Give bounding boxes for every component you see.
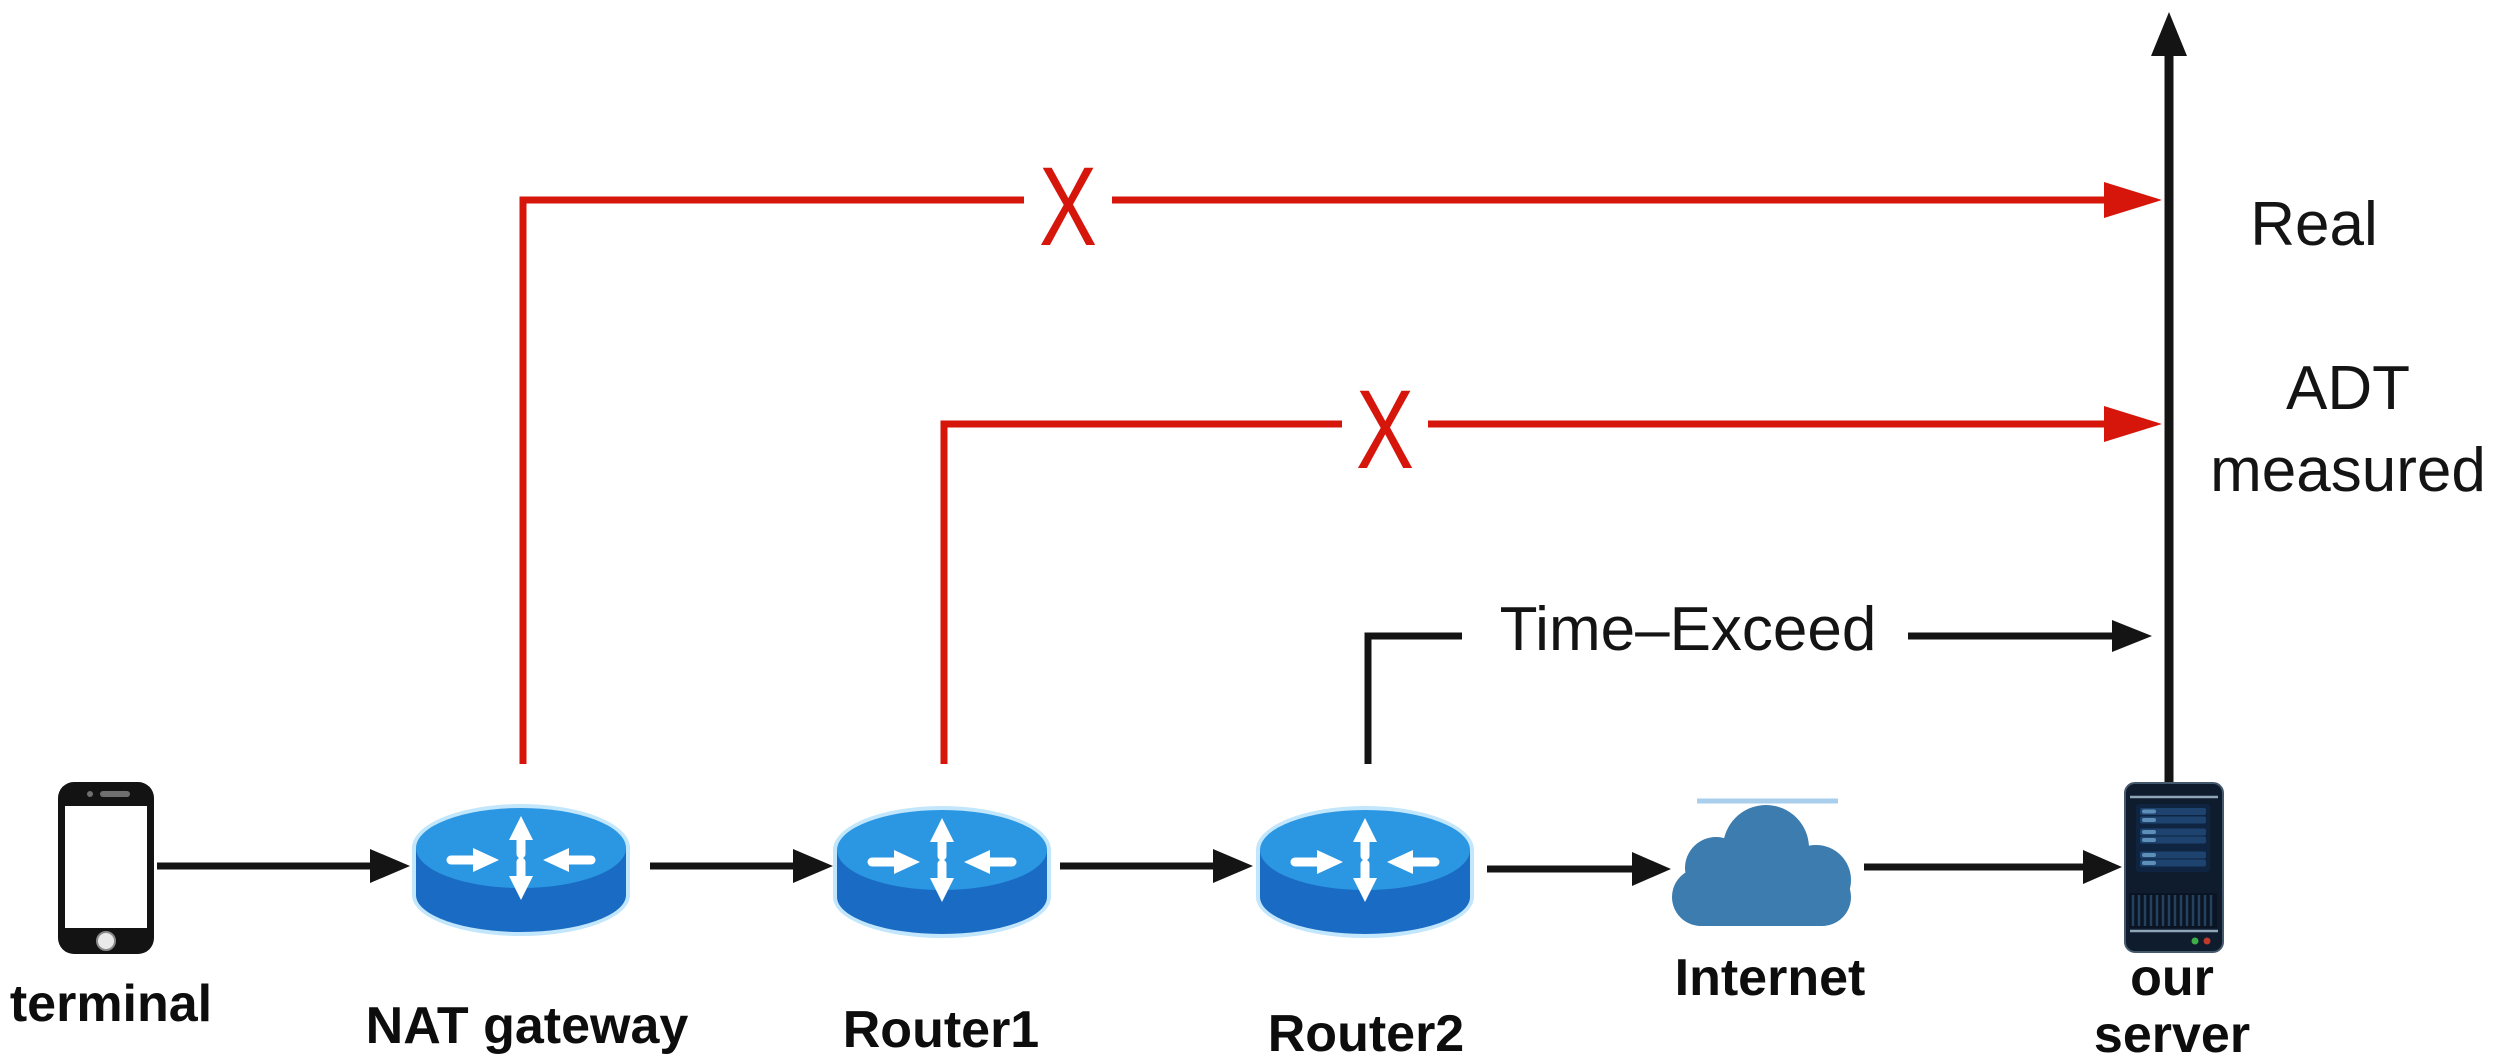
time-exceed-path bbox=[1364, 620, 2152, 764]
flow-arrow-router2-to-internet bbox=[1487, 852, 1671, 886]
router1-label: Router1 bbox=[842, 1001, 1040, 1059]
our-server-label-line1: our bbox=[2130, 949, 2214, 1007]
smartphone-icon bbox=[58, 782, 154, 954]
adt-measured-label: ADT measured bbox=[2198, 348, 2498, 512]
blocked-x-mark: X bbox=[1356, 367, 1414, 492]
flow-arrow-internet-to-server bbox=[1864, 850, 2122, 884]
router-icon-router1 bbox=[833, 806, 1051, 938]
server-led-green bbox=[2191, 937, 2199, 945]
our-server-label-line2: server bbox=[2093, 1006, 2251, 1064]
internet-label: Internet bbox=[1674, 949, 1866, 1007]
our-server-label: our server bbox=[2072, 950, 2272, 1064]
flow-arrow-router1-to-router2 bbox=[1060, 849, 1253, 883]
adt-measured-label-line1: ADT bbox=[2286, 354, 2410, 423]
router-icon-router2 bbox=[1256, 806, 1474, 938]
rtt-axis-arrow bbox=[2151, 12, 2187, 784]
server-led-red bbox=[2203, 937, 2211, 945]
blocked-x-mark: X bbox=[1039, 144, 1097, 269]
blocked-path-from-router1: X bbox=[940, 367, 2162, 764]
flow-arrow-terminal-to-nat bbox=[157, 849, 410, 883]
cloud-icon bbox=[1672, 805, 1851, 926]
real-label: Real bbox=[2250, 190, 2378, 259]
nat-gateway-label: NAT gateway bbox=[365, 997, 689, 1055]
terminal-label: terminal bbox=[9, 975, 213, 1033]
time-exceed-label: Time–Exceed bbox=[1499, 595, 1877, 664]
flow-arrow-nat-to-router1 bbox=[650, 849, 833, 883]
router2-label: Router2 bbox=[1267, 1005, 1465, 1063]
adt-measured-label-line2: measured bbox=[2210, 436, 2486, 505]
server-tower-icon bbox=[2124, 782, 2224, 953]
router-icon-nat-gateway bbox=[412, 804, 630, 936]
blocked-path-from-nat: X bbox=[519, 144, 2162, 764]
